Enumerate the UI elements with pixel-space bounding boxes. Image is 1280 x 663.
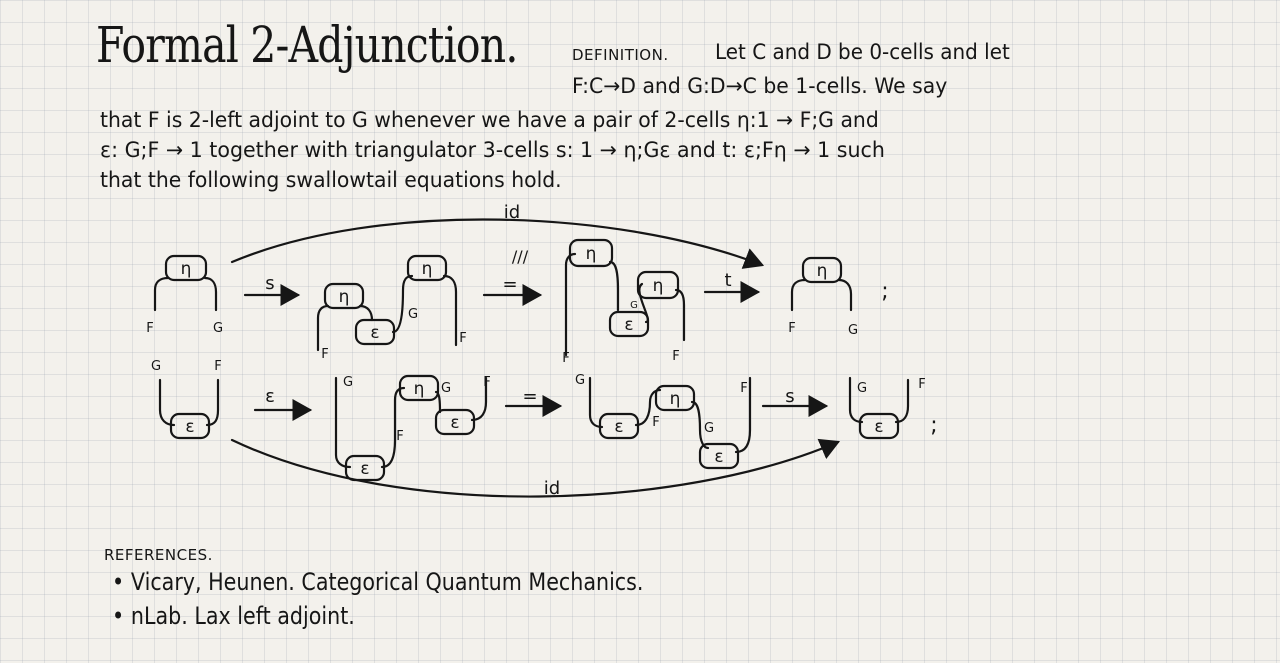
reference-item: •nLab. Lax left adjoint.: [112, 602, 355, 630]
wire-label-g: G: [441, 381, 451, 396]
page-title: Formal 2-Adjunction.: [96, 16, 518, 74]
wire-label-g: G: [857, 381, 867, 396]
arrow-label-eq: =: [502, 274, 517, 295]
id-arrow-bottom: [230, 438, 841, 498]
eta-wire-right: [203, 276, 218, 312]
wire-label-f: F: [672, 349, 679, 364]
wire-label-g: G: [151, 359, 161, 374]
id-arrow-top: [230, 218, 765, 269]
wire-label-f: F: [459, 331, 466, 346]
wire-label-f: F: [214, 359, 221, 374]
wire-label-f: F: [788, 321, 795, 336]
reference-text: nLab. Lax left adjoint.: [130, 602, 355, 630]
bullet-icon: •: [112, 602, 125, 630]
wire-label-g: G: [704, 421, 714, 436]
wire-label-f: F: [146, 321, 153, 336]
eta-label: η: [817, 261, 828, 281]
arrow-label-s: s: [785, 386, 794, 407]
id-label-bottom: id: [544, 478, 560, 499]
wire-label-g: G: [575, 373, 585, 388]
arrow-label-s: s: [265, 273, 274, 294]
wire-label-f: F: [562, 351, 569, 366]
epsilon-label: ε: [185, 417, 194, 437]
epsilon-label: ε: [624, 315, 633, 335]
epsilon-label: ε: [614, 417, 623, 437]
wire-label-g: G: [408, 307, 418, 322]
definition-line-2: F:C→D and G:D→C be 1-cells. We say: [572, 74, 948, 98]
definition-label: DEFINITION.: [572, 46, 669, 64]
epsilon-label: ε: [450, 413, 459, 433]
wire-label-f: F: [918, 377, 925, 392]
arrow-label-epsilon: ε: [265, 386, 275, 407]
wire-label-g: G: [343, 375, 353, 390]
eta-label: η: [181, 259, 192, 279]
semicolon: ;: [930, 413, 937, 438]
id-label-top: id: [504, 202, 520, 223]
definition-line-1: Let C and D be 0-cells and let: [715, 40, 1010, 64]
eta-wire-left: [153, 276, 170, 312]
wire-label-g: G: [630, 300, 638, 311]
eta-label: η: [339, 287, 350, 307]
wire-label-f: F: [321, 347, 328, 362]
wire-label-f: F: [483, 375, 490, 390]
eta-label: η: [414, 379, 425, 399]
epsilon-label: ε: [714, 447, 723, 467]
reference-text: Vicary, Heunen. Categorical Quantum Mech…: [130, 568, 644, 596]
eta-label: η: [586, 244, 597, 264]
reference-item: •Vicary, Heunen. Categorical Quantum Mec…: [112, 568, 643, 596]
wire-label-g: G: [213, 321, 223, 336]
references-title: REFERENCES.: [104, 546, 213, 564]
triple-slash: ///: [512, 247, 529, 266]
definition-line-5: that the following swallowtail equations…: [100, 168, 562, 192]
eta-label: η: [653, 276, 664, 296]
wire-label-f: F: [652, 415, 659, 430]
epsilon-label: ε: [370, 323, 379, 343]
epsilon-label: ε: [360, 459, 369, 479]
eta-label: η: [422, 259, 433, 279]
bullet-icon: •: [112, 568, 125, 596]
epsilon-label: ε: [874, 417, 883, 437]
wire-label-f: F: [740, 381, 747, 396]
arrow-label-eq: =: [522, 386, 537, 407]
eta-label: η: [670, 389, 681, 409]
wire-label-f: F: [396, 429, 403, 444]
arrow-label-t: t: [724, 270, 731, 291]
semicolon: ;: [881, 279, 888, 304]
definition-line-3: that F is 2-left adjoint to G whenever w…: [100, 108, 879, 132]
wire-label-g: G: [848, 323, 858, 338]
eta-node-1: [164, 254, 208, 282]
definition-line-4: ε: G;F → 1 together with triangulator 3-…: [100, 138, 885, 162]
